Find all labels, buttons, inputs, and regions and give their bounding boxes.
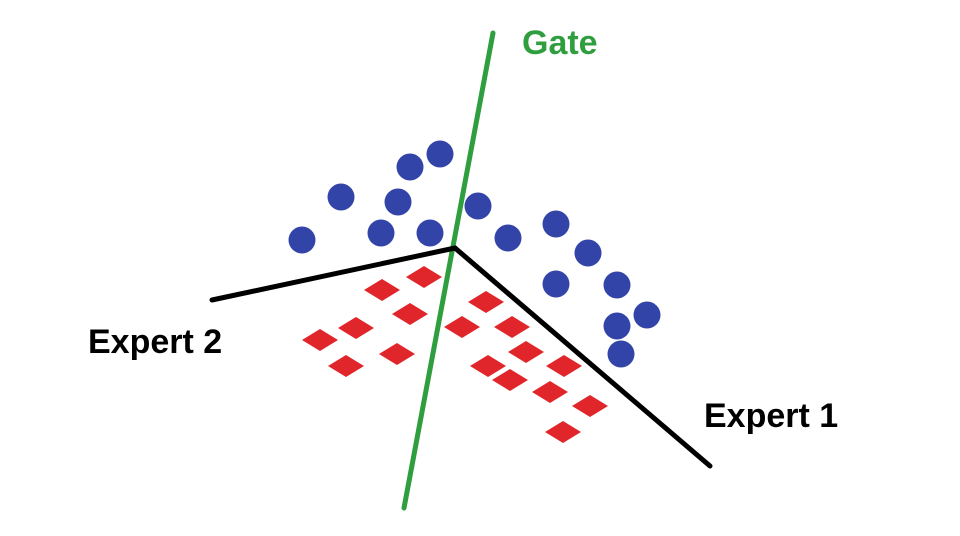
gate-label: Gate (522, 24, 598, 62)
circle-point (542, 210, 570, 238)
circle-point (542, 270, 570, 298)
diamond-point (572, 395, 608, 417)
diamond-point (338, 317, 374, 339)
diamond-point (492, 369, 528, 391)
circle-point (603, 271, 631, 299)
diamond-point (328, 355, 364, 377)
circle-point (367, 219, 395, 247)
diamond-point (392, 303, 428, 325)
diamond-point (364, 279, 400, 301)
expert-1-label: Expert 1 (704, 397, 838, 435)
diamond-point (470, 355, 506, 377)
circle-point (327, 183, 355, 211)
class-b-points (302, 266, 608, 443)
diamond-point (494, 316, 530, 338)
circle-point (574, 239, 602, 267)
circle-point (384, 188, 412, 216)
diamond-point (444, 316, 480, 338)
circle-point (603, 312, 631, 340)
diamond-point (406, 266, 442, 288)
diamond-point (545, 421, 581, 443)
expert-2-label: Expert 2 (88, 323, 222, 361)
diamond-point (302, 329, 338, 351)
circle-point (416, 219, 444, 247)
circle-point (426, 140, 454, 168)
circle-point (464, 192, 492, 220)
diamond-point (379, 343, 415, 365)
expert-2-boundary (209, 245, 458, 303)
circle-point (633, 301, 661, 329)
circle-point (494, 224, 522, 252)
circle-point (607, 340, 635, 368)
diamond-point (546, 355, 582, 377)
circle-point (288, 226, 316, 254)
diamond-point (508, 341, 544, 363)
class-a-points (288, 140, 661, 368)
expert-1-boundary (452, 245, 713, 469)
diamond-point (532, 381, 568, 403)
gate-boundary (401, 30, 496, 511)
diamond-point (468, 291, 504, 313)
circle-point (396, 153, 424, 181)
